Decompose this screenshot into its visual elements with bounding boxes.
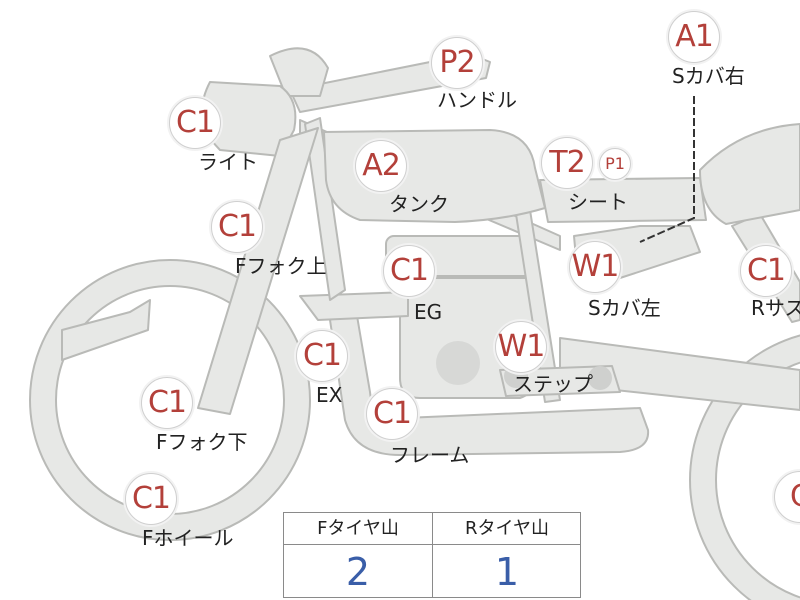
exhaust-label: EX xyxy=(316,383,343,407)
r-tire-header: Rタイヤ山 xyxy=(465,518,549,539)
seat-badge: T2 xyxy=(541,137,593,189)
light-badge: C1 xyxy=(169,97,221,149)
tire-tread-table: Fタイヤ山 Rタイヤ山 2 1 xyxy=(283,512,581,598)
s-cover-left-badge: W1 xyxy=(569,241,621,293)
tire-table-divider xyxy=(432,513,433,597)
exhaust-badge: C1 xyxy=(296,330,348,382)
s-cover-left-label: Sカバ左 xyxy=(588,296,661,320)
tank-label: タンク xyxy=(389,192,449,216)
frame-label: フレーム xyxy=(390,443,470,467)
engine-badge: C1 xyxy=(383,245,435,297)
engine-label: EG xyxy=(414,300,443,324)
f-wheel-label: Fホイール xyxy=(142,526,234,550)
step-label: ステップ xyxy=(513,372,593,396)
f-wheel-badge: C1 xyxy=(125,473,177,525)
seat-label: シート xyxy=(568,190,628,214)
f-fork-lower-badge: C1 xyxy=(141,377,193,429)
f-fork-upper-label: Fフォク上 xyxy=(235,254,327,278)
s-cover-right-badge: A1 xyxy=(668,11,720,63)
front-wheel-part xyxy=(29,259,311,541)
front-fork-part xyxy=(197,127,319,415)
light-label: ライト xyxy=(198,150,258,174)
s-cover-right-label: Sカバ右 xyxy=(672,64,745,88)
exhaust-part xyxy=(299,291,409,321)
s-cover-right-leader xyxy=(639,96,695,243)
frame-badge: C1 xyxy=(366,388,418,440)
r-wheel-badge: C xyxy=(774,471,800,523)
r-tire-value: 1 xyxy=(494,550,520,594)
tank-badge: A2 xyxy=(355,140,407,192)
r-suspension-label: Rサス xyxy=(751,296,800,320)
r-suspension-badge: C1 xyxy=(740,245,792,297)
f-fork-lower-label: Fフォク下 xyxy=(156,430,248,454)
f-fork-upper-badge: C1 xyxy=(211,201,263,253)
handle-label: ハンドル xyxy=(437,88,517,112)
handle-badge: P2 xyxy=(431,37,483,89)
seat-extra-badge: P1 xyxy=(599,148,631,180)
f-tire-header: Fタイヤ山 xyxy=(317,518,399,539)
f-tire-value: 2 xyxy=(345,550,371,594)
seat-part xyxy=(539,177,707,223)
step-badge: W1 xyxy=(495,321,547,373)
